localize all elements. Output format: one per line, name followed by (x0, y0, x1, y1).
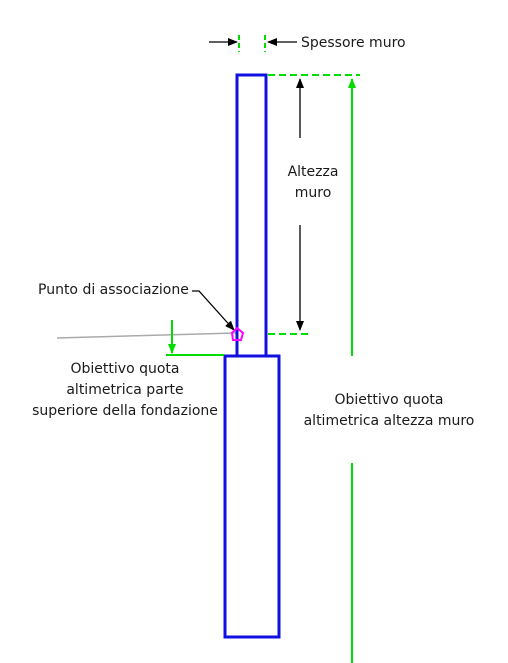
footing (223, 354, 281, 639)
attachment-leader (192, 290, 235, 331)
footing-target-label-line2: altimetrica parte (66, 382, 184, 398)
wall-height-label-line1: Altezza (287, 164, 339, 180)
wall-height-target-label-line1: Obiettivo quota (334, 392, 444, 408)
attachment-point-marker (230, 326, 245, 341)
footing-target-label-line1: Obiettivo quota (70, 361, 180, 377)
footing-target-label-line3: superiore della fondazione (32, 403, 218, 419)
wall-thickness-label: Spessore muro (301, 35, 406, 51)
wall-height-target-label-line2: altimetrica altezza muro (303, 413, 475, 429)
wall-stem (235, 73, 268, 358)
wall-height-label-line2: muro (294, 185, 332, 201)
ground-line (56, 332, 237, 339)
attachment-point-label: Punto di associazione (38, 282, 189, 298)
